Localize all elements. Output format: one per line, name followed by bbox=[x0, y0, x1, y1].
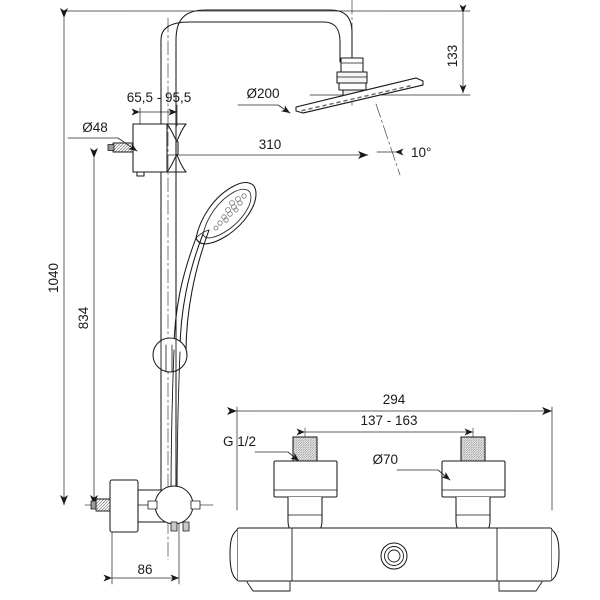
outlet-boss-inner bbox=[387, 549, 401, 563]
label-head-diameter: Ø200 bbox=[246, 86, 279, 101]
mixer-inlet-tip bbox=[90, 500, 97, 510]
label-bracket-range: 65,5 - 95,5 bbox=[127, 90, 192, 105]
head-stem-upper bbox=[340, 57, 364, 73]
head-nozzle-row bbox=[301, 85, 411, 112]
slider-ring bbox=[152, 337, 188, 373]
mixer-side-elevation bbox=[90, 479, 201, 533]
handle-tab-left bbox=[246, 581, 291, 592]
label-arm-reach: 310 bbox=[259, 137, 282, 152]
handset-neck bbox=[195, 229, 210, 239]
mixer-escutcheon bbox=[109, 479, 139, 533]
label-slider-height: 834 bbox=[76, 306, 91, 329]
label-head-height: 133 bbox=[445, 45, 460, 68]
shower-column-elevation bbox=[90, 9, 424, 533]
arm-outer-curve bbox=[175, 9, 353, 63]
mixer-hub-right bbox=[190, 500, 201, 510]
mixer-body-circle bbox=[154, 485, 194, 525]
inlet-thread-right bbox=[460, 436, 486, 462]
mixer-inlet-thread bbox=[95, 498, 111, 512]
handset-handle-mid bbox=[179, 233, 204, 353]
inlet-cap-left bbox=[273, 460, 338, 498]
leader-d48 bbox=[67, 137, 138, 152]
leader-lines bbox=[67, 104, 451, 481]
drawing-geometry bbox=[60, 0, 560, 592]
dimension-labels: 1040 834 133 310 Ø200 10° 65,5 - 95,5 Ø4… bbox=[46, 45, 460, 577]
centreline-head-tilt bbox=[375, 103, 401, 176]
inlet-thread-left bbox=[292, 436, 318, 462]
head-plate-top-edge bbox=[295, 77, 417, 108]
label-inlet-spacing: 137 - 163 bbox=[360, 413, 417, 428]
handset-handle-inner bbox=[185, 229, 210, 353]
head-plate-bottom-edge bbox=[302, 84, 424, 114]
arm-inner-curve bbox=[160, 21, 341, 63]
bracket-collar-left bbox=[166, 123, 179, 173]
wall-bracket-foot bbox=[136, 171, 145, 177]
mixer-hub-left bbox=[147, 500, 158, 510]
handle-cap-left bbox=[229, 529, 238, 581]
mixer-front-detail bbox=[229, 436, 560, 592]
wall-bracket-body bbox=[132, 123, 168, 173]
hand-shower bbox=[173, 182, 257, 353]
hose-outer bbox=[170, 349, 175, 501]
leader-d200 bbox=[237, 104, 291, 114]
handle-cap-right bbox=[551, 529, 560, 581]
head-stem-ring bbox=[338, 82, 367, 91]
handset-nozzles bbox=[213, 193, 247, 231]
label-thread-spec: G 1/2 bbox=[223, 434, 256, 449]
leader-d70 bbox=[396, 469, 451, 481]
hose-inner bbox=[176, 351, 181, 501]
head-stem-nut bbox=[336, 71, 368, 84]
label-wall-offset: 86 bbox=[137, 562, 152, 577]
label-cap-diameter: Ø70 bbox=[372, 452, 398, 467]
mixer-port-a bbox=[170, 521, 178, 532]
wall-bracket-stem bbox=[112, 142, 134, 153]
shower-head-plate bbox=[295, 77, 424, 114]
label-head-angle: 10° bbox=[411, 145, 431, 160]
inlet-cap-right bbox=[441, 460, 506, 498]
label-bracket-diameter: Ø48 bbox=[82, 120, 108, 135]
handle-tab-right bbox=[498, 581, 543, 592]
wall-bracket-stem-tip bbox=[107, 144, 115, 151]
bracket-collar-right bbox=[175, 123, 187, 173]
leader-g12 bbox=[254, 451, 300, 462]
label-overall-height: 1040 bbox=[46, 263, 61, 293]
mixer-port-b bbox=[182, 521, 190, 532]
label-mixer-width: 294 bbox=[383, 392, 406, 407]
handset-handle-outer bbox=[173, 237, 197, 351]
